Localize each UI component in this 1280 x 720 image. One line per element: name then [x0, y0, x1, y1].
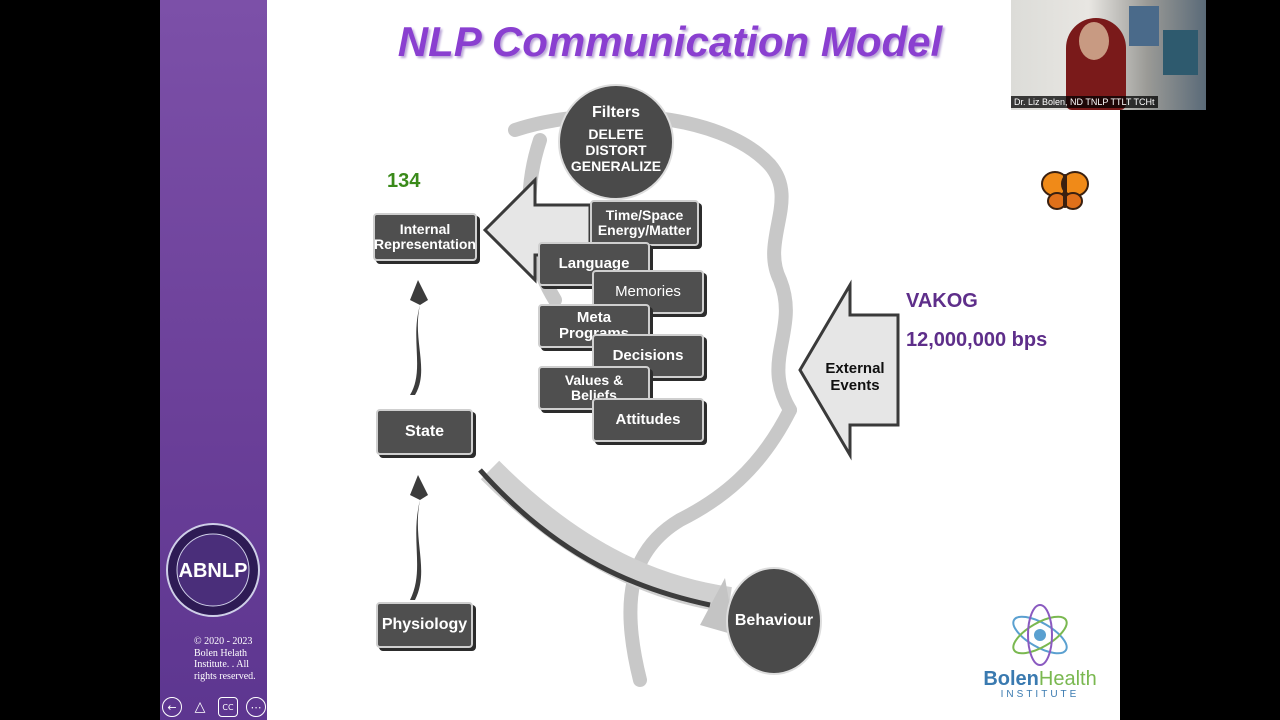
- next-slide-button[interactable]: →: [274, 697, 294, 717]
- atom-logo-icon: [1012, 604, 1068, 666]
- internal-representation-box: Internal Representation: [373, 213, 477, 261]
- more-options-button[interactable]: ⋯: [246, 697, 266, 717]
- bps-label: 12,000,000 bps: [906, 329, 1048, 351]
- brand-name-part2: Health: [1038, 668, 1097, 690]
- filter-delete: DELETE: [588, 126, 644, 142]
- filter-generalize: GENERALIZE: [570, 158, 662, 174]
- abnlp-text: ABNLP: [179, 560, 248, 582]
- external-events-label: External Events: [825, 360, 885, 395]
- brand-name-part1: Bolen: [983, 668, 1039, 690]
- physiology-box: Physiology: [376, 602, 473, 648]
- filters-node: Filters DELETE DISTORT GENERALIZE: [558, 84, 674, 200]
- captions-button[interactable]: CC: [218, 697, 238, 717]
- vakog-label: VAKOG: [906, 290, 978, 312]
- state-box: State: [376, 409, 473, 455]
- wall-art-icon-2: [1163, 30, 1198, 75]
- brand-name: BolenHealth: [970, 668, 1110, 691]
- slide-counter: 134: [387, 170, 421, 192]
- time-space-box: Time/Space Energy/Matter: [590, 200, 699, 246]
- butterfly-icon: [1041, 171, 1089, 210]
- prev-slide-button[interactable]: ←: [162, 697, 182, 717]
- webcam-name: Dr. Liz Bolen, ND TNLP TTLT TCHt: [1011, 96, 1158, 108]
- slide-title: NLP Communication Model: [397, 18, 943, 65]
- behaviour-node: Behaviour: [726, 567, 822, 675]
- copyright-text: © 2020 - 2023 Bolen Helath Institute. . …: [194, 636, 256, 682]
- slide: ABNLP © 2020 - 2023 Bolen Helath Institu…: [160, 0, 1120, 720]
- filters-heading: Filters: [591, 104, 640, 121]
- attitudes-box: Attitudes: [592, 398, 704, 442]
- brand-sub: INSTITUTE: [1000, 689, 1080, 700]
- wall-art-icon: [1129, 6, 1159, 46]
- filter-distort: DISTORT: [585, 142, 647, 158]
- pointer-tool-button[interactable]: △: [194, 699, 206, 715]
- bolen-health-logo: BolenHealth INSTITUTE: [970, 600, 1110, 705]
- abnlp-seal-icon: ABNLP: [166, 523, 260, 617]
- webcam-feed: Dr. Liz Bolen, ND TNLP TTLT TCHt: [1011, 0, 1206, 110]
- presenter-face: [1079, 22, 1109, 60]
- slide-sidebar: ABNLP © 2020 - 2023 Bolen Helath Institu…: [160, 0, 267, 720]
